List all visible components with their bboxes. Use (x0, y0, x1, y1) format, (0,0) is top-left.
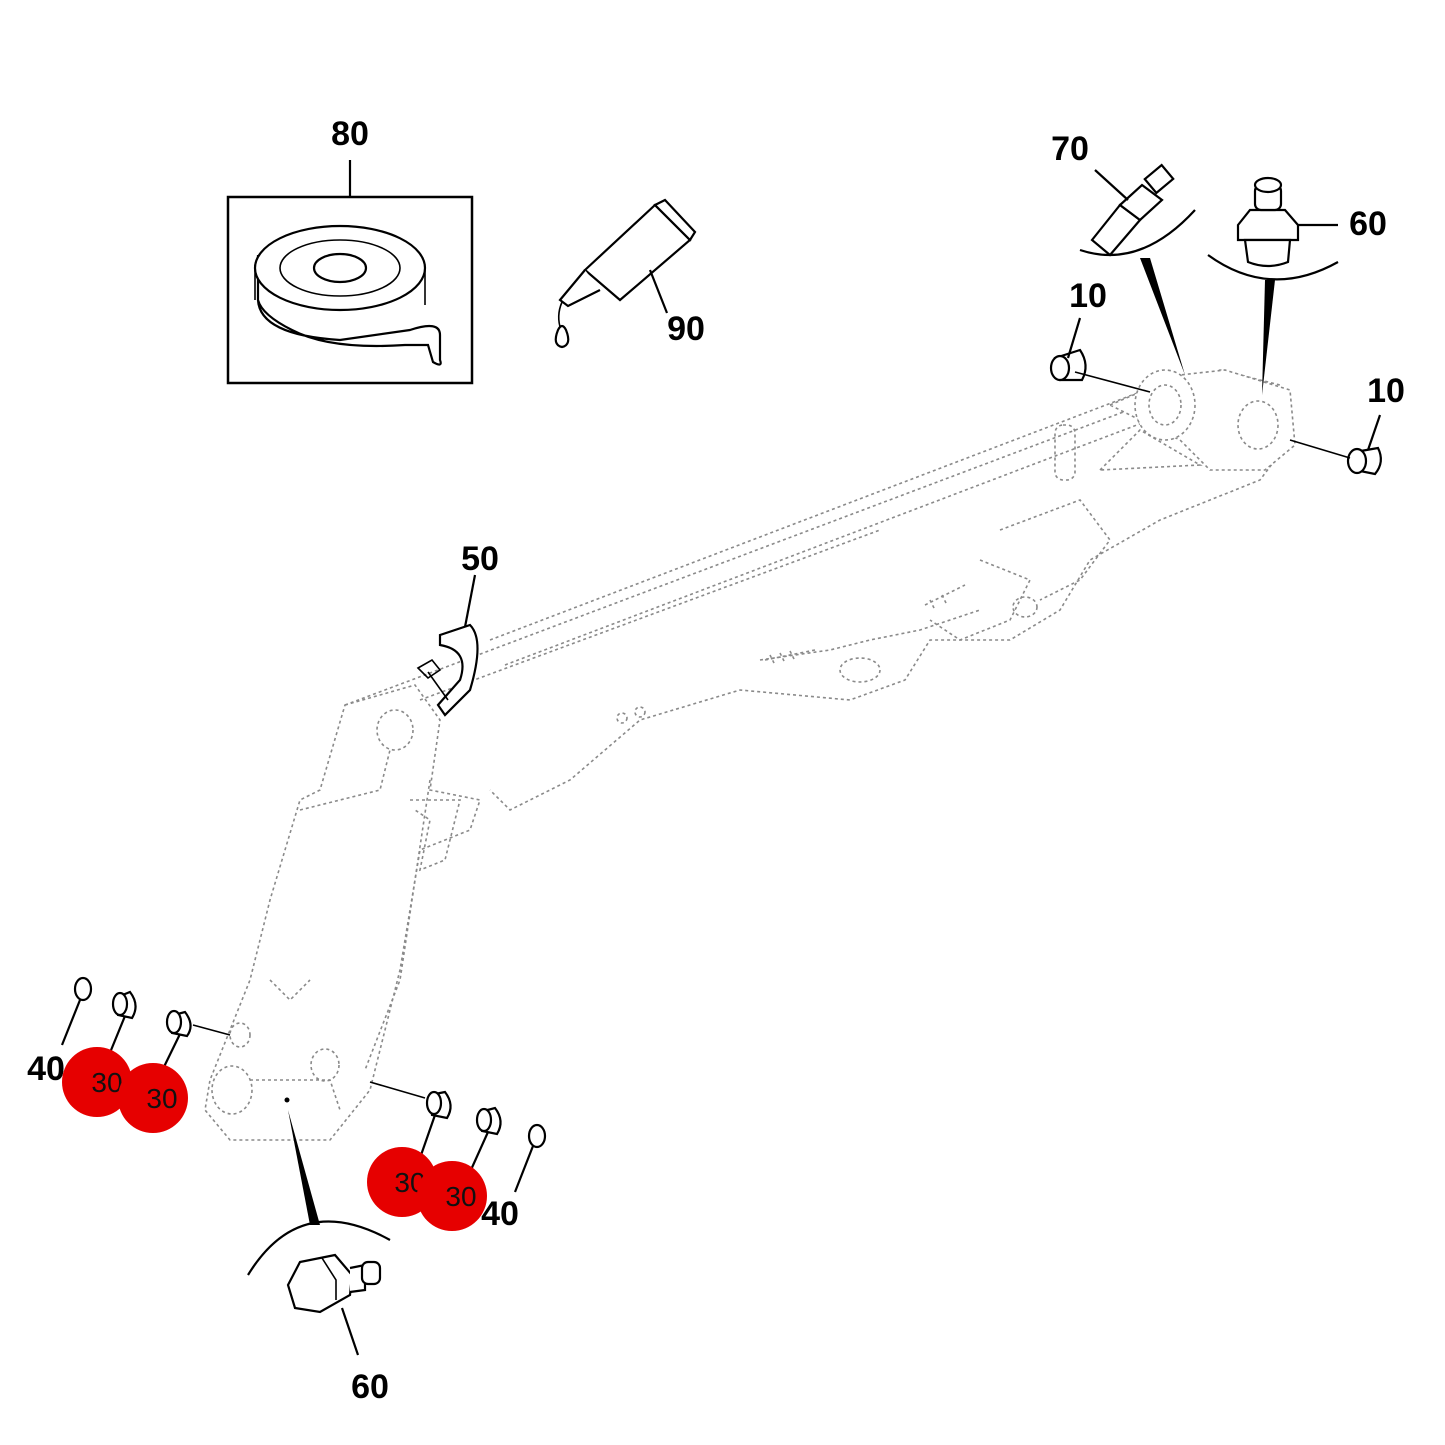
tape-roll-part (226, 160, 474, 385)
svg-text:30: 30 (146, 1083, 177, 1114)
highlight-marker: 30 (417, 1161, 487, 1231)
boom-arm (204, 369, 1296, 1141)
callout-60-bottom: 60 (351, 1368, 389, 1406)
callout-90: 90 (667, 310, 705, 348)
callout-60-top: 60 (1349, 205, 1387, 243)
washer-stack-left (60, 976, 231, 1076)
callout-40-right: 40 (481, 1195, 519, 1233)
sensor-part (1079, 163, 1196, 375)
washer-stack-right (369, 1081, 547, 1193)
svg-text:30: 30 (91, 1067, 122, 1098)
callout-10-right: 10 (1367, 372, 1405, 410)
bush-left-part (1049, 317, 1151, 393)
highlight-marker: 30 (118, 1063, 188, 1133)
callout-80: 80 (331, 115, 369, 153)
bush-right-part (1289, 414, 1382, 476)
callout-40-left: 40 (27, 1050, 65, 1088)
callout-10-left: 10 (1069, 277, 1107, 315)
highlight-marker: 30 (62, 1047, 132, 1117)
svg-text:30: 30 (445, 1181, 476, 1212)
callout-70: 70 (1051, 130, 1089, 168)
callout-50: 50 (461, 540, 499, 578)
strap-part (416, 574, 479, 717)
adhesive-tube-part (554, 198, 697, 349)
grease-nipple-bottom-part (247, 1110, 391, 1356)
grease-nipple-top-part (1207, 176, 1339, 395)
